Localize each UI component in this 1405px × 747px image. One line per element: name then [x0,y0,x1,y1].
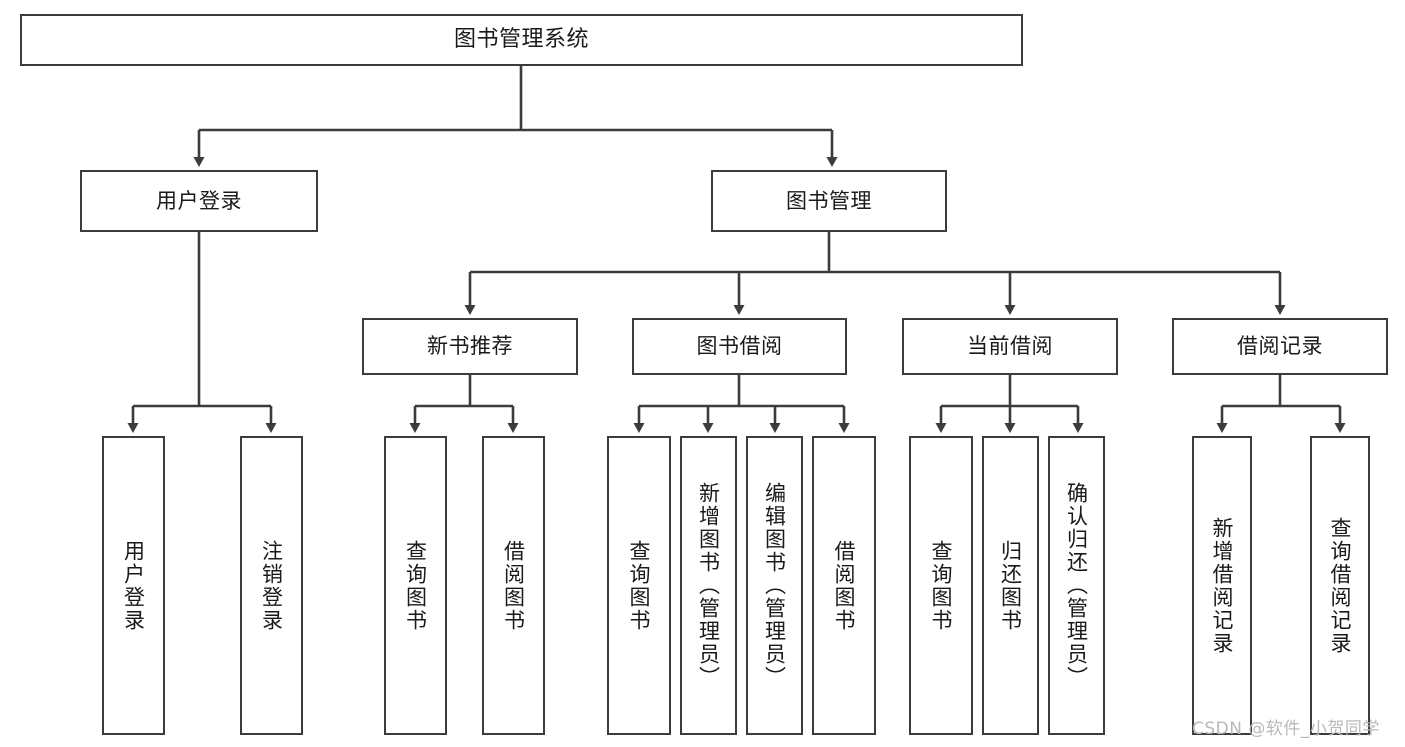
node-leaf-confirm-return-admin[interactable]: 确认归还（管理员） [1048,436,1105,735]
node-label: 图书管理系统 [453,27,589,53]
node-label: 用户登录 [156,188,242,213]
node-label: 查询图书 [403,539,428,632]
node-leaf-query-borrow-record[interactable]: 查询借阅记录 [1310,436,1370,735]
node-book-borrow[interactable]: 图书借阅 [632,318,847,375]
node-label: 借阅图书 [832,539,857,632]
node-book-management[interactable]: 图书管理 [711,170,947,232]
node-leaf-query-book-current[interactable]: 查询图书 [909,436,973,735]
node-label: 注销登录 [259,539,284,632]
node-borrow-record[interactable]: 借阅记录 [1172,318,1388,375]
node-leaf-query-book-borrow[interactable]: 查询图书 [607,436,671,735]
node-leaf-add-book-admin[interactable]: 新增图书（管理员） [680,436,737,735]
node-leaf-query-book-recommend[interactable]: 查询图书 [384,436,447,735]
node-leaf-user-login[interactable]: 用户登录 [102,436,165,735]
node-current-borrow[interactable]: 当前借阅 [902,318,1118,375]
node-new-book-recommend[interactable]: 新书推荐 [362,318,578,375]
node-root-system[interactable]: 图书管理系统 [20,14,1023,66]
node-label: 图书管理 [786,188,872,213]
node-label: 归还图书 [998,539,1023,632]
node-label: 查询图书 [627,539,652,632]
node-label: 编辑图书（管理员） [762,482,787,689]
node-label: 查询图书 [929,539,954,632]
watermark-text: CSDN @软件_小贺同学 [1192,719,1380,739]
node-leaf-add-borrow-record[interactable]: 新增借阅记录 [1192,436,1252,735]
node-leaf-logout[interactable]: 注销登录 [240,436,303,735]
node-leaf-edit-book-admin[interactable]: 编辑图书（管理员） [746,436,803,735]
node-label: 查询借阅记录 [1328,516,1353,655]
node-leaf-return-book[interactable]: 归还图书 [982,436,1039,735]
node-label: 新增图书（管理员） [696,482,721,689]
node-label: 借阅记录 [1237,334,1323,359]
node-label: 新增借阅记录 [1210,516,1235,655]
node-label: 图书借阅 [696,334,783,359]
node-label: 借阅图书 [501,539,526,632]
node-label: 当前借阅 [967,334,1053,359]
node-leaf-borrow-book[interactable]: 借阅图书 [812,436,876,735]
node-user-login[interactable]: 用户登录 [80,170,318,232]
node-leaf-borrow-book-recommend[interactable]: 借阅图书 [482,436,545,735]
node-label: 新书推荐 [427,334,513,359]
node-label: 确认归还（管理员） [1064,482,1089,689]
node-label: 用户登录 [121,539,146,632]
